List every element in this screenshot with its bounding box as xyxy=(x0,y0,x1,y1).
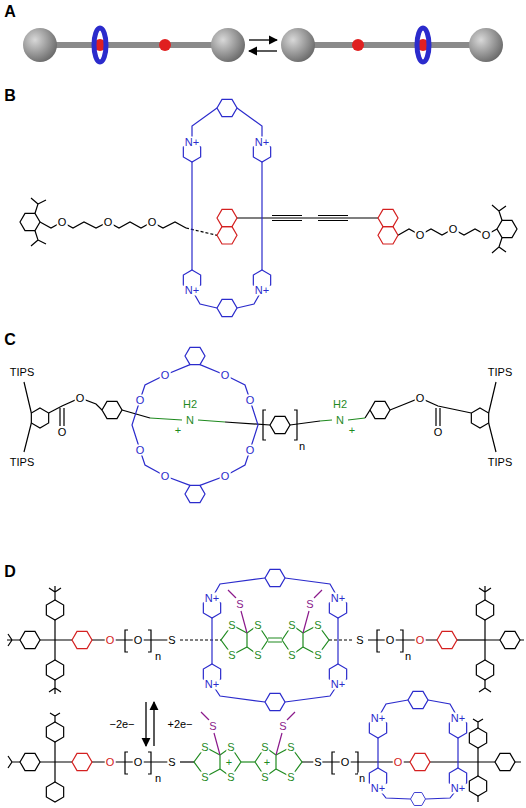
atom-label: O xyxy=(340,757,351,768)
atom-label: O xyxy=(393,757,404,768)
atom-label: O xyxy=(245,445,256,456)
atom-label: S xyxy=(253,620,262,631)
atom-label: N+ xyxy=(330,679,346,690)
atom-label: O xyxy=(133,635,144,646)
atom-label: O xyxy=(415,635,426,646)
atom-label: N+ xyxy=(184,137,200,148)
atom-label: O xyxy=(415,393,426,404)
shuttle-sketch xyxy=(23,28,503,62)
atom-label: O xyxy=(135,395,146,406)
atom-label: O xyxy=(105,635,116,646)
atom-label: TIPS xyxy=(487,367,513,378)
atom-label: S xyxy=(253,650,262,661)
atom-label: S xyxy=(286,772,295,783)
atom-label: S xyxy=(278,721,287,732)
atom-label: S xyxy=(226,772,235,783)
atom-label: −2e− xyxy=(108,719,135,730)
atom-label: TIPS xyxy=(487,457,513,468)
atom-label: O xyxy=(147,217,158,228)
atom-label: S xyxy=(226,742,235,753)
atom-label: O xyxy=(448,224,459,235)
atom-label: O xyxy=(220,370,231,381)
atom-label: S xyxy=(286,742,295,753)
atom-label: O xyxy=(220,471,231,482)
rotaxane-d-bottom xyxy=(8,691,521,805)
atom-label: S xyxy=(208,721,217,732)
panel-letter: A xyxy=(3,4,17,20)
atom-label: O xyxy=(385,635,396,646)
atom-label: n xyxy=(358,773,366,784)
atom-label: O xyxy=(135,445,146,456)
atom-label: n xyxy=(298,441,306,452)
atom-label: + xyxy=(225,757,233,768)
atom-label: S xyxy=(200,772,209,783)
atom-label: O xyxy=(57,427,68,438)
atom-label: S xyxy=(260,772,269,783)
atom-label: N+ xyxy=(370,713,386,724)
atom-label: O xyxy=(415,230,426,241)
atom-label: H2 xyxy=(182,399,198,410)
atom-label: O xyxy=(481,230,492,241)
atom-label: O xyxy=(160,370,171,381)
atom-label: + xyxy=(263,757,271,768)
atom-label: N+ xyxy=(254,285,270,296)
atom-label: N+ xyxy=(330,593,346,604)
atom-label: S xyxy=(305,599,314,610)
panel-letter: C xyxy=(3,332,17,348)
atom-label: TIPS xyxy=(9,367,35,378)
atom-label: N+ xyxy=(370,783,386,794)
atom-label: S xyxy=(167,757,176,768)
atom-label: N xyxy=(185,415,195,426)
atom-label: O xyxy=(57,217,68,228)
atom-label: S xyxy=(355,635,364,646)
atom-label: +2e− xyxy=(166,719,193,730)
atom-label: O xyxy=(103,217,114,228)
atom-label: N+ xyxy=(204,679,220,690)
rotaxane-c xyxy=(24,347,496,502)
atom-label: S xyxy=(167,635,176,646)
atom-label: O xyxy=(75,393,86,404)
atom-label: O xyxy=(433,427,444,438)
panel-letter: D xyxy=(3,564,17,580)
atom-label: N+ xyxy=(204,593,220,604)
atom-label: S xyxy=(260,742,269,753)
atom-label: S xyxy=(227,620,236,631)
atom-label: O xyxy=(160,471,171,482)
panel-letter: B xyxy=(3,88,17,104)
rotaxane-b xyxy=(20,99,517,316)
atom-label: N xyxy=(335,415,345,426)
atom-label: S xyxy=(200,742,209,753)
atom-label: TIPS xyxy=(9,457,35,468)
atom-label: O xyxy=(105,757,116,768)
atom-label: H2 xyxy=(332,399,348,410)
atom-label: O xyxy=(245,395,256,406)
atom-label: N+ xyxy=(254,137,270,148)
atom-label: S xyxy=(313,620,322,631)
atom-label: S xyxy=(235,599,244,610)
rotaxane-d-top xyxy=(7,569,524,710)
redox-arrows xyxy=(146,702,154,746)
atom-label: N+ xyxy=(450,783,466,794)
atom-label: + xyxy=(174,425,182,436)
atom-label: N+ xyxy=(184,285,200,296)
atom-label: S xyxy=(287,620,296,631)
atom-label: S xyxy=(313,650,322,661)
atom-label: S xyxy=(227,650,236,661)
atom-label: S xyxy=(313,757,322,768)
atom-label: n xyxy=(154,773,162,784)
atom-label: S xyxy=(287,650,296,661)
atom-label: n xyxy=(154,651,162,662)
atom-label: n xyxy=(404,651,412,662)
atom-label: O xyxy=(133,757,144,768)
atom-label: N+ xyxy=(450,713,466,724)
atom-label: + xyxy=(348,425,356,436)
